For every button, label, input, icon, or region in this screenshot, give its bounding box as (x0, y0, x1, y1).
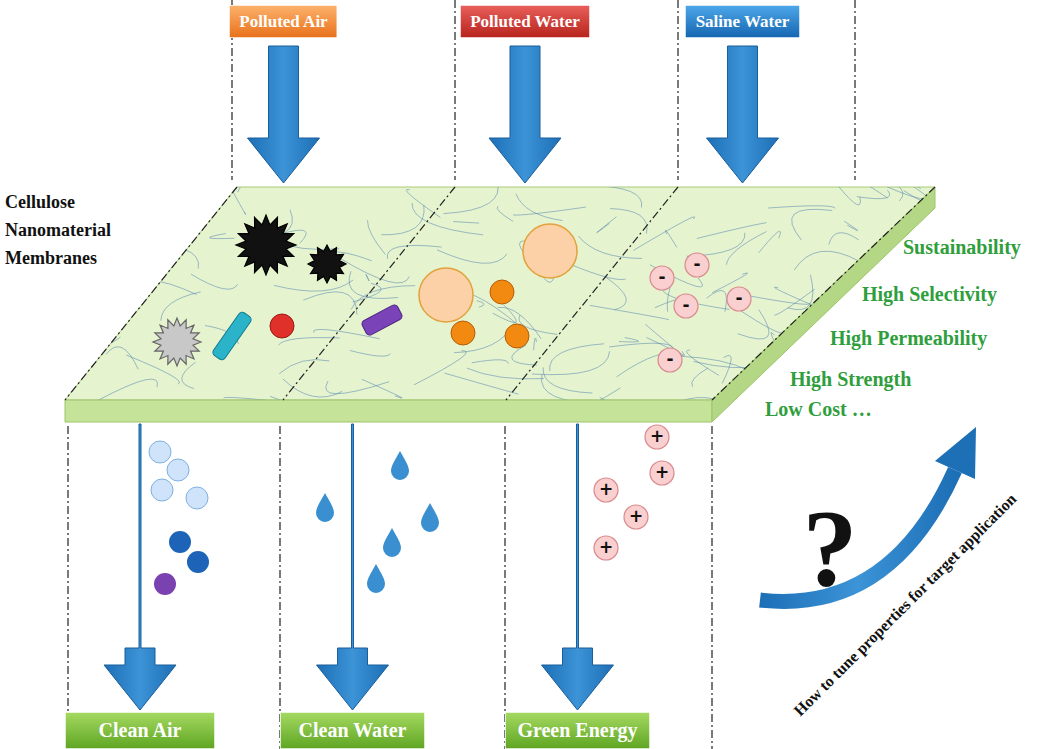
flow-arrow (248, 46, 320, 183)
property-text: High Strength (790, 368, 911, 391)
property-text: Sustainability (903, 236, 1021, 259)
label-box: Clean Air (65, 712, 215, 749)
label-box: Polluted Water (460, 5, 590, 38)
clean-air-molecules (149, 441, 209, 595)
box-label: Green Energy (517, 719, 637, 742)
flow-arrow (707, 46, 779, 183)
ion-sign: + (594, 536, 618, 560)
particle-star (153, 318, 201, 366)
property-text: High Selectivity (862, 283, 997, 306)
ion-sign: + (594, 478, 618, 502)
label-box: Clean Water (280, 712, 425, 749)
membrane-slab (0, 156, 958, 429)
particle-star (308, 245, 346, 283)
ion-sign: - (650, 266, 674, 290)
box-label: Clean Air (99, 719, 182, 742)
ion-sign: + (624, 505, 648, 529)
ion-sign: - (727, 287, 751, 311)
flow-arrow (542, 424, 614, 710)
property-text: High Permeability (830, 327, 987, 350)
box-label: Polluted Air (239, 12, 327, 32)
ion-sign: + (645, 425, 669, 449)
property-text: Low Cost … (765, 398, 872, 421)
label-box: Polluted Air (229, 5, 337, 38)
flow-arrow (489, 46, 561, 183)
water-drops (316, 451, 439, 593)
label-box: Green Energy (505, 712, 650, 749)
box-label: Clean Water (299, 719, 407, 742)
label-box: Saline Water (685, 5, 800, 38)
box-label: Polluted Water (470, 12, 580, 32)
membrane-heading: Cellulose Nanomaterial Membranes (5, 188, 170, 272)
particles (153, 215, 577, 366)
ion-sign: + (650, 461, 674, 485)
question-mark: ? (803, 485, 858, 612)
ion-sign: - (685, 253, 709, 277)
box-label: Saline Water (696, 12, 790, 32)
ion-sign: - (658, 348, 682, 372)
flow-arrow (104, 424, 176, 710)
particle-star (236, 215, 296, 275)
ion-circles (594, 253, 751, 560)
flow-arrow (317, 424, 389, 710)
fiber-texture (0, 156, 958, 429)
ion-sign: - (674, 294, 698, 318)
